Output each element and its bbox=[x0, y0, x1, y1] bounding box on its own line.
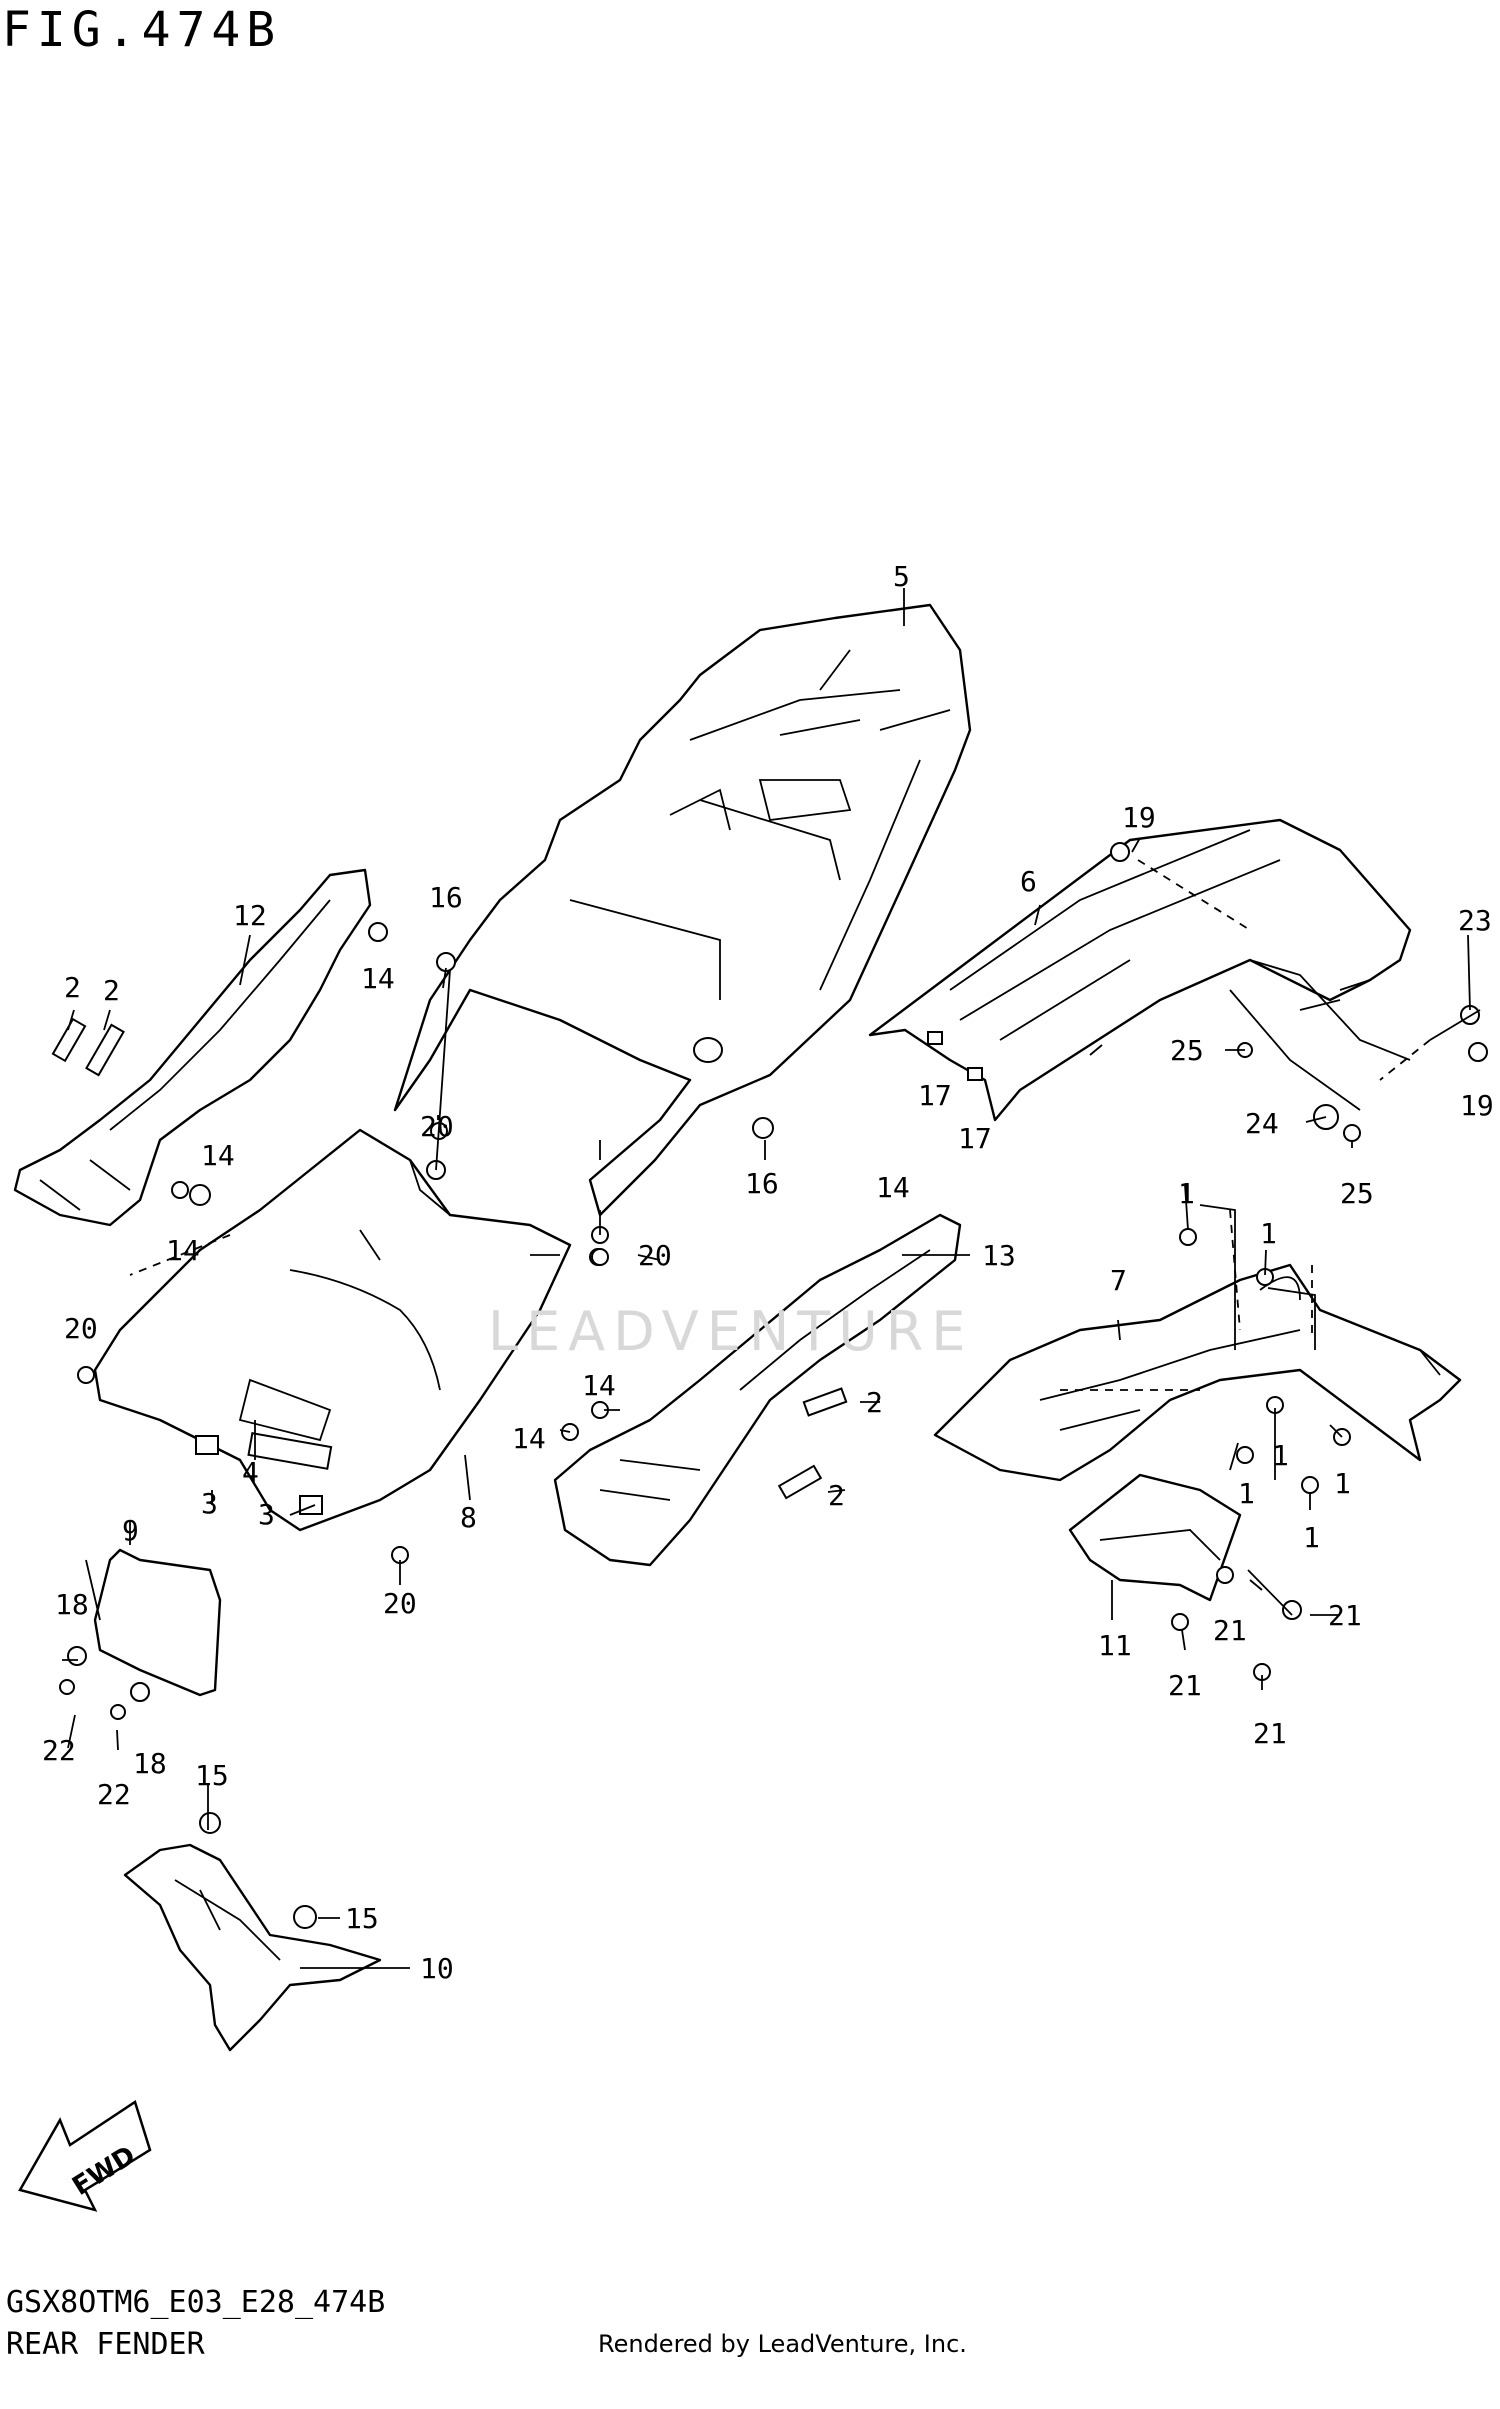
callout-14-d: 14 bbox=[876, 1171, 910, 1204]
callout-14-f: 14 bbox=[512, 1422, 546, 1455]
callout-23: 23 bbox=[1458, 904, 1492, 937]
callout-1-c: 1 bbox=[1272, 1439, 1289, 1472]
callout-20-d: 20 bbox=[383, 1587, 417, 1620]
callout-24: 24 bbox=[1245, 1107, 1279, 1140]
callout-1-f: 1 bbox=[1303, 1521, 1320, 1554]
watermark: LEADVENTURE bbox=[488, 1300, 974, 1363]
callout-20-c: 20 bbox=[64, 1312, 98, 1345]
render-credit: Rendered by LeadVenture, Inc. bbox=[598, 2330, 967, 2358]
callout-18-b: 18 bbox=[133, 1747, 167, 1780]
callout-14-b: 14 bbox=[201, 1139, 235, 1172]
callout-25-b: 25 bbox=[1340, 1177, 1374, 1210]
callout-5: 5 bbox=[893, 560, 910, 593]
fastener-hardware bbox=[59, 842, 1488, 1929]
callout-20-a: 20 bbox=[420, 1110, 454, 1143]
callout-18-a: 18 bbox=[55, 1588, 89, 1621]
part-8-inner-panel[interactable] bbox=[93, 1128, 572, 1532]
callout-6: 6 bbox=[1020, 865, 1037, 898]
part-7-rear-bracket[interactable] bbox=[933, 1263, 1462, 1482]
part-12-left-bracket[interactable] bbox=[13, 868, 372, 1227]
callout-13: 13 bbox=[982, 1239, 1016, 1272]
small-parts bbox=[51, 1017, 848, 1515]
callout-1-e: 1 bbox=[1238, 1477, 1255, 1510]
forward-direction-arrow: FWD bbox=[18, 2100, 152, 2212]
callout-1-a: 1 bbox=[1178, 1177, 1195, 1210]
callout-1-d: 1 bbox=[1334, 1467, 1351, 1500]
callout-21-d: 21 bbox=[1253, 1717, 1287, 1750]
callout-25-a: 25 bbox=[1170, 1034, 1204, 1067]
callout-3-b: 3 bbox=[258, 1498, 275, 1531]
part-6-tail-cover[interactable] bbox=[868, 818, 1412, 1122]
callout-22-a: 22 bbox=[42, 1734, 76, 1767]
callout-14-e: 14 bbox=[582, 1369, 616, 1402]
callout-10: 10 bbox=[420, 1952, 454, 1985]
callout-16: 16 bbox=[429, 881, 463, 914]
part-13-right-bracket[interactable] bbox=[553, 1213, 962, 1567]
callout-2-c: 2 bbox=[866, 1386, 883, 1419]
callout-8: 8 bbox=[460, 1501, 477, 1534]
model-code: GSX8OTM6_E03_E28_474B bbox=[6, 2285, 386, 2320]
callout-3-a: 3 bbox=[201, 1487, 218, 1520]
figure-title: FIG.474B bbox=[2, 2, 282, 58]
callout-14-c: 14 bbox=[166, 1234, 200, 1267]
callout-2-d: 2 bbox=[828, 1479, 845, 1512]
callout-16-b: 16 bbox=[745, 1167, 779, 1200]
callout-20-b: 20 bbox=[638, 1239, 672, 1272]
callout-numbers: 5 19 6 23 12 16 2 2 14 14 14 25 17 17 19… bbox=[42, 560, 1494, 1985]
callout-4: 4 bbox=[242, 1456, 259, 1489]
callout-21-a: 21 bbox=[1213, 1614, 1247, 1647]
part-10-lower-bracket[interactable] bbox=[123, 1843, 382, 2052]
callout-12: 12 bbox=[233, 899, 267, 932]
callout-2-b: 2 bbox=[103, 974, 120, 1007]
callout-21-b: 21 bbox=[1328, 1599, 1362, 1632]
callout-19-b: 19 bbox=[1460, 1089, 1494, 1122]
part-11-license-bracket[interactable] bbox=[1068, 1473, 1242, 1602]
callout-19: 19 bbox=[1122, 801, 1156, 834]
callout-22-b: 22 bbox=[97, 1778, 131, 1811]
callout-9: 9 bbox=[122, 1514, 139, 1547]
callout-11: 11 bbox=[1098, 1629, 1132, 1662]
callout-7: 7 bbox=[1110, 1264, 1127, 1297]
callout-15-b: 15 bbox=[345, 1902, 379, 1935]
callout-1-b: 1 bbox=[1260, 1217, 1277, 1250]
part-5-rear-fender-main[interactable] bbox=[393, 603, 972, 1217]
callout-2-a: 2 bbox=[64, 971, 81, 1004]
part-9-flap-plate[interactable] bbox=[93, 1548, 222, 1697]
callout-14-a: 14 bbox=[361, 962, 395, 995]
callout-21-c: 21 bbox=[1168, 1669, 1202, 1702]
section-name: REAR FENDER bbox=[6, 2327, 205, 2362]
callout-15-a: 15 bbox=[195, 1759, 229, 1792]
callout-17-b: 17 bbox=[958, 1122, 992, 1155]
callout-17-a: 17 bbox=[918, 1079, 952, 1112]
leader-lines bbox=[62, 588, 1481, 1969]
